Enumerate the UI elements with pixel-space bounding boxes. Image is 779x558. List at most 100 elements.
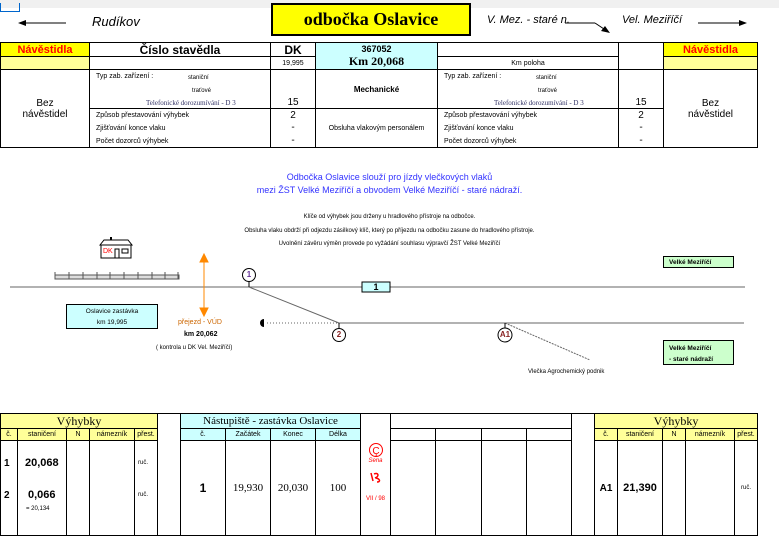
switch-operation: ruč. (734, 440, 758, 536)
destination-velke-mezirici: Velké Meziříčí (663, 256, 734, 268)
direction-right: Vel. Meziříčí (622, 14, 683, 26)
crossing-note: ( kontrola u DK Vel. Meziříčí) (156, 345, 233, 351)
dozorcu-value: - (639, 135, 643, 147)
crossing-label: přejezd - VÚD (178, 319, 222, 326)
stop-box: Oslavice zastávka km 19,995 (66, 304, 158, 329)
divider (390, 440, 572, 441)
platform-title: Nástupiště - zastávka Oslavice (180, 413, 361, 429)
tratove: traťové (192, 88, 211, 94)
gap-column (157, 413, 181, 536)
direction-mid: V. Mez. - staré n. (487, 14, 570, 26)
switch-2-label: 2 (336, 330, 342, 339)
platform-start: 19,930 (225, 440, 271, 536)
track-number: 1 (373, 282, 379, 292)
stamp-cell: Ç Sena VII / 98 (360, 413, 391, 536)
cell (390, 413, 572, 429)
stanicni: staniční (536, 75, 557, 81)
stamp-name: Sena (368, 458, 383, 464)
switch-km: 0,066 (28, 489, 56, 501)
values-right: 2-- (618, 108, 664, 148)
crossing-km: km 20,062 (184, 331, 218, 338)
dozorcu-label: Počet dozorců výhybek (444, 138, 517, 145)
konec-label: Zjišťování konce vlaku (444, 125, 514, 132)
cell (662, 440, 686, 536)
cell (481, 428, 527, 536)
switch-1-icon (242, 268, 256, 282)
zpusob-value: 2 (290, 109, 296, 121)
track-number-box (361, 281, 391, 293)
switch-1-label: 1 (246, 270, 252, 279)
tratove: traťové (538, 88, 557, 94)
switch-km: 21,390 (617, 440, 663, 536)
cell (89, 440, 135, 536)
svg-text:Ç: Ç (372, 446, 379, 457)
dozorcu-value: - (291, 135, 295, 147)
switches-title: Výhybky (0, 413, 158, 429)
station-km: Km 20,068 (348, 53, 405, 68)
direction-arrows (18, 20, 747, 33)
crossing-arrow-icon (199, 252, 209, 318)
cell (390, 428, 436, 536)
black-notes: Klíče od výhybek jsou drženy u hradlovéh… (0, 211, 779, 252)
note-blue-1: Odbočka Oslavice slouží pro jízdy vlečko… (286, 172, 493, 182)
direction-left: Rudíkov (92, 14, 140, 29)
platform-end: 20,030 (270, 440, 316, 536)
note-3: Uvolnění závěru výměn provede po vyžádán… (278, 241, 501, 247)
cell (134, 440, 158, 536)
dozorcu-label: Počet dozorců výhybek (96, 138, 169, 145)
siding-track (504, 322, 591, 361)
switch-number: A1 (594, 440, 618, 536)
house-icon (98, 237, 134, 259)
stamp-logo-icon: Ç (368, 443, 383, 457)
switch-km: 20,068 (25, 457, 59, 469)
stop-name: Oslavice zastávka (85, 307, 139, 315)
signature-icon (369, 472, 380, 483)
switch-a1-label: A1 (499, 330, 511, 339)
typ-label: Typ zab. zařízení : (444, 73, 502, 80)
station-code: 367052 (361, 43, 392, 54)
destination-stare-nadrazi: Velké Meziříčí - staré nádraží (663, 340, 734, 365)
values-left: 2-- (270, 108, 316, 148)
zpusob-value: 2 (638, 109, 644, 121)
typ-label: Typ zab. zařízení : (96, 73, 154, 80)
phone-label: Telefonické dorozumívání - D 3 (494, 99, 584, 107)
zpusob-label: Způsob přestavování výhybek (444, 112, 537, 119)
switch-operation: ruč. (138, 460, 149, 466)
switch-number: 2 (4, 490, 10, 501)
cell (0, 440, 18, 536)
switch-2-icon (332, 328, 346, 342)
switch-number: 1 (4, 458, 10, 469)
zpusob-label: Způsob přestavování výhybek (96, 112, 189, 119)
switch-km-alt: = 20,134 (26, 506, 50, 512)
phone-label: Telefonické dorozumívání - D 3 (146, 99, 236, 107)
konec-label: Zjišťování konce vlaku (96, 125, 166, 132)
note-blue-2: mezi ŽST Velké Meziříčí a obvodem Velké … (256, 185, 523, 195)
stanicni: staniční (188, 75, 209, 81)
gap-column (571, 413, 595, 536)
platform-icon (54, 272, 180, 280)
dest-line-2: - staré nádraží (669, 356, 714, 363)
note-2: Obsluha vlaku obdrží při odjezdu zásilko… (244, 227, 535, 234)
stop-km: km 19,995 (96, 318, 128, 326)
cell (685, 440, 735, 536)
switch-operation: ruč. (138, 492, 149, 498)
buffer-stop-icon (260, 319, 264, 327)
siding-label: Vlečka Agrochemický podnik (528, 369, 605, 375)
cell (17, 440, 67, 536)
cell (435, 428, 482, 536)
dest-line-1: Velké Meziříčí (669, 345, 712, 352)
platform-number: 1 (180, 440, 226, 536)
blue-notes: Odbočka Oslavice slouží pro jízdy vlečko… (0, 171, 779, 197)
cell-cursor (0, 3, 20, 12)
switches-title: Výhybky (594, 413, 758, 429)
house-label: DK (103, 248, 113, 255)
track-diagram (10, 237, 745, 361)
konec-value: - (639, 122, 643, 134)
switch-a1-icon (497, 327, 513, 343)
cell (66, 440, 90, 536)
platform-length: 100 (315, 440, 361, 536)
signals-label-right: Návěstidla (663, 42, 758, 57)
connecting-track (248, 286, 340, 324)
